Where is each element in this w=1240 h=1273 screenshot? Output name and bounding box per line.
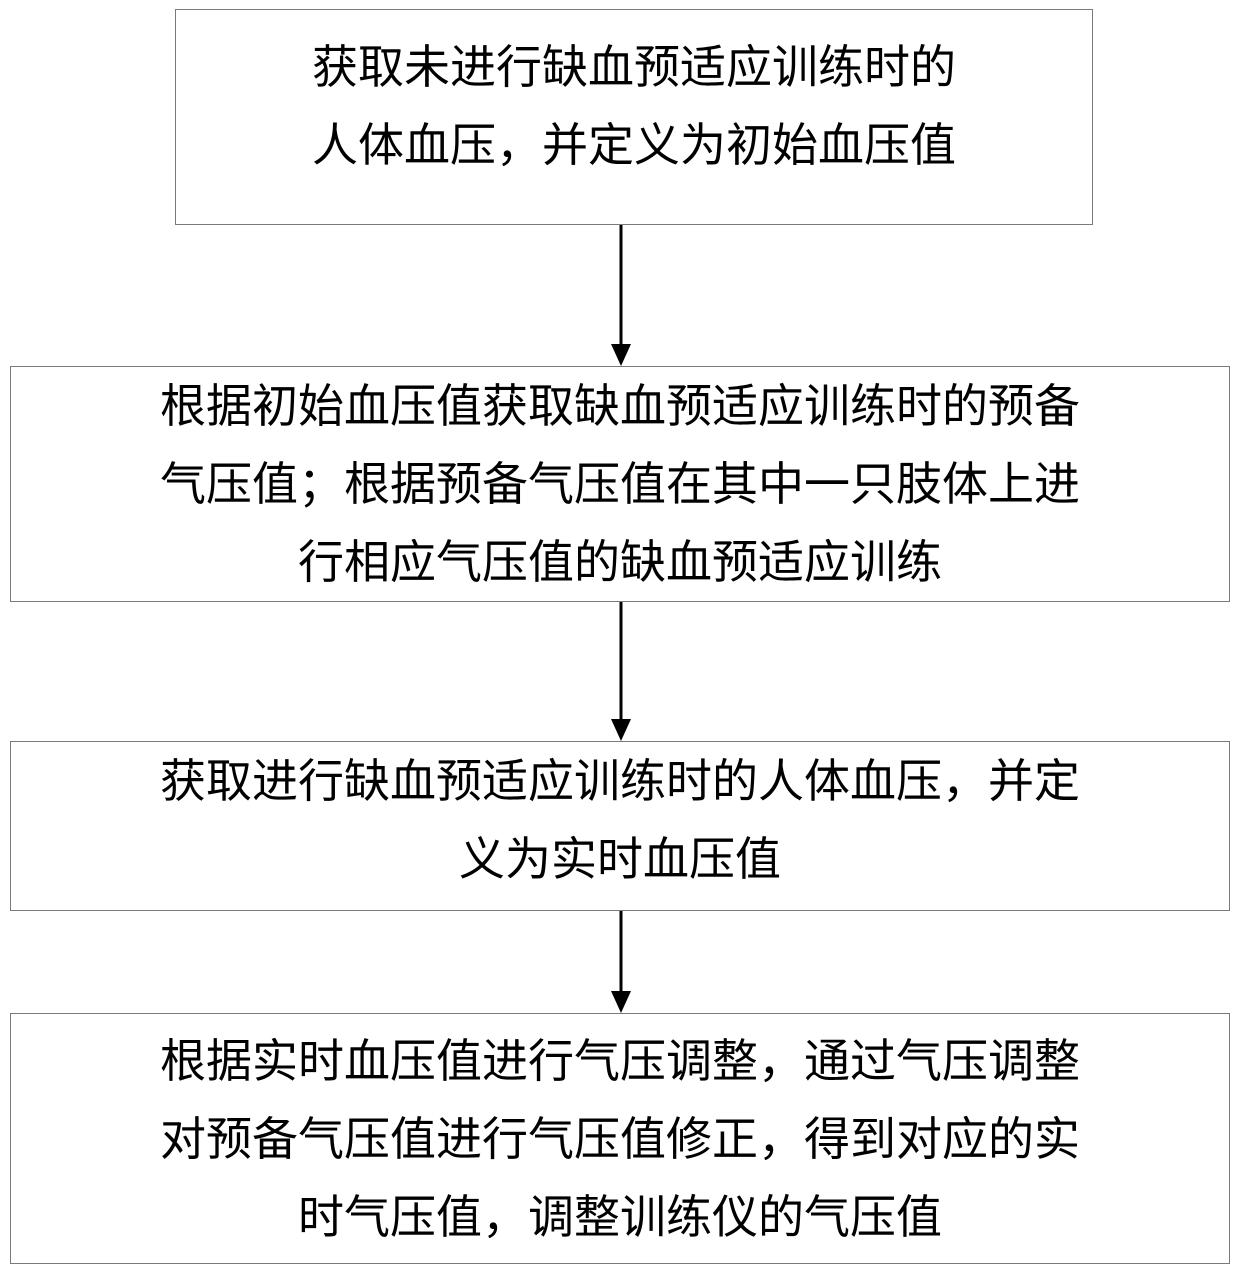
flow-step-4-text: 根据实时血压值进行气压调整，通过气压调整 对预备气压值进行气压值修正，得到对应的… [160,1014,1080,1256]
flow-step-1-box: 获取未进行缺血预适应训练时的 人体血压，并定义为初始血压值 [175,9,1093,225]
flow-step-2-text: 根据初始血压值获取缺血预适应训练时的预备 气压值；根据预备气压值在其中一只肢体上… [160,367,1080,601]
flow-step-1-text: 获取未进行缺血预适应训练时的 人体血压，并定义为初始血压值 [312,10,956,184]
flow-step-3-text: 获取进行缺血预适应训练时的人体血压，并定 义为实时血压值 [160,742,1080,898]
flow-step-3-box: 获取进行缺血预适应训练时的人体血压，并定 义为实时血压值 [10,741,1230,911]
arrow-3-to-4 [611,911,631,1013]
flow-step-2-box: 根据初始血压值获取缺血预适应训练时的预备 气压值；根据预备气压值在其中一只肢体上… [10,366,1230,602]
arrow-1-to-2 [611,225,631,366]
arrow-2-to-3 [611,602,631,741]
flow-step-4-box: 根据实时血压值进行气压调整，通过气压调整 对预备气压值进行气压值修正，得到对应的… [10,1013,1230,1264]
